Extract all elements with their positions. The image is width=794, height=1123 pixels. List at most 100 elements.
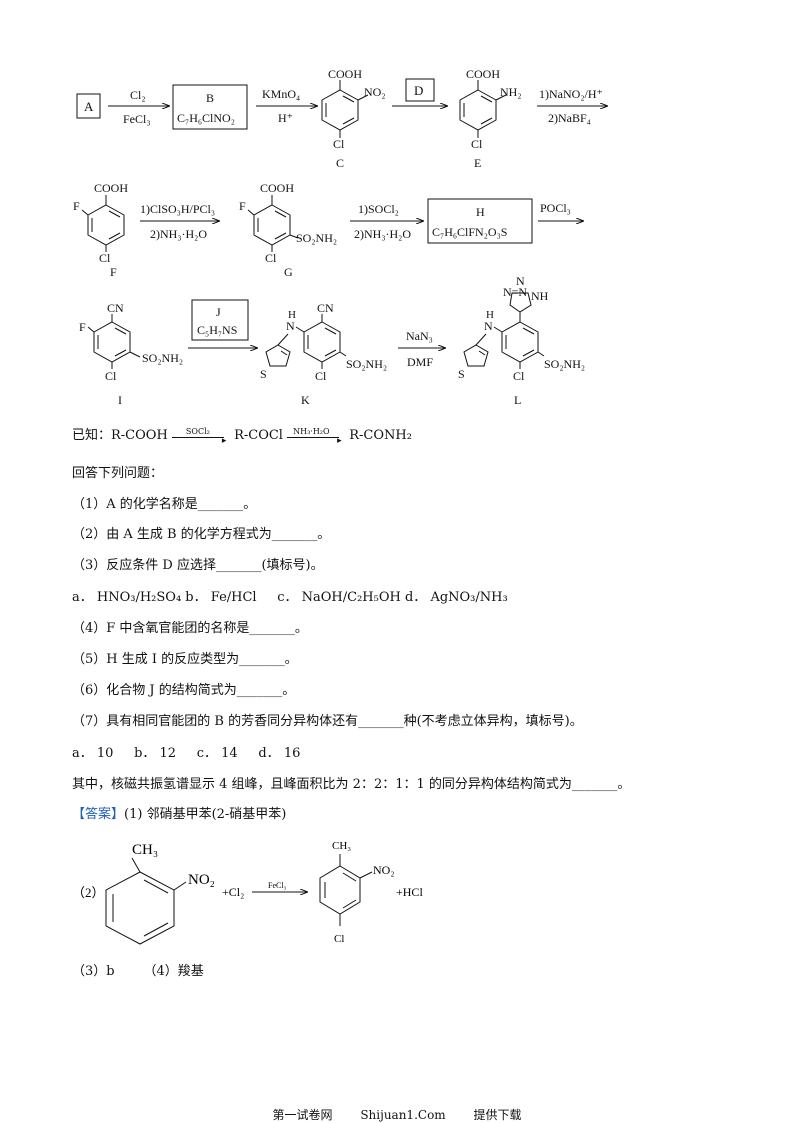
compound-k-cl: Cl (315, 369, 327, 383)
reagent-a-b-bottom: FeCl₃ (123, 112, 151, 126)
compound-k-h: H (288, 309, 296, 321)
answer-2-condition: FeCl₃ (268, 881, 287, 890)
compound-l-h: H (486, 309, 494, 321)
reagent-b-c-bottom: H⁺ (278, 111, 293, 125)
question-7: （7）具有相同官能团的 B 的芳香同分异构体还有_______种(不考虑立体异构… (72, 714, 583, 729)
compound-e-cl: Cl (471, 137, 483, 151)
page-footer: 第一试卷网 Shijuan1.Com 提供下载 (0, 1106, 794, 1123)
known-prefix: 已知：R-COOH (72, 428, 168, 443)
reagent-f-g-top: 1)ClSO₃H/PCl₃ (140, 202, 215, 216)
compound-e-label: E (474, 156, 481, 170)
compound-g-f: F (239, 199, 246, 213)
answer-2-hcl: +HCl (396, 885, 423, 899)
question-6: （6）化合物 J 的结构简式为_______。 (72, 683, 296, 698)
compound-e-nh2: NH₂ (500, 85, 522, 99)
compound-c-cooh: COOH (328, 67, 362, 81)
compound-c-no2: NO₂ (364, 85, 386, 99)
box-b (172, 84, 248, 130)
compound-l-tetrazole-n3: N (516, 274, 525, 288)
reagent-k-l-bottom: DMF (407, 355, 433, 369)
question-2: （2）由 A 生成 B 的化学方程式为_______。 (72, 527, 331, 542)
compound-g-ring (247, 195, 299, 252)
compound-g-label: G (284, 265, 293, 279)
compound-h-formula: C₇H₆ClFN₂O₃S (432, 225, 507, 239)
compound-f-cl: Cl (99, 251, 111, 265)
compound-l-tetrazole-nh: NH (531, 289, 549, 303)
answer-2-equation: （2） CH₃ NO₂ +Cl₂ FeCl₃ CH₃ NO₂ Cl +HCl (72, 840, 423, 945)
box-j-formula: C₅H₇NS (197, 323, 237, 337)
answer-tag: 【答案】 (72, 807, 125, 822)
reagent-k-l-top: NaN₃ (406, 329, 433, 343)
compound-k-structure (265, 314, 347, 369)
compound-i-f: F (79, 320, 86, 334)
answer-3-4: （3）b （4）羧基 (72, 964, 204, 979)
reagent-g-h-top: 1)SOCl₂ (358, 202, 399, 216)
questions-intro: 回答下列问题： (72, 466, 164, 481)
compound-i-cl: Cl (105, 369, 117, 383)
answer-2-product-no2: NO₂ (373, 863, 395, 877)
compound-i-so2nh2: SO₂NH₂ (142, 351, 183, 365)
footer-site-cn: 第一试卷网 (272, 1108, 333, 1122)
compound-f-f: F (73, 199, 80, 213)
box-j-label: J (216, 305, 221, 319)
box-j (191, 299, 249, 341)
compound-l-s: S (458, 367, 465, 381)
question-7-options: a． 10 b． 12 c． 14 d． 16 (72, 746, 301, 761)
answer-2-no2: NO₂ (188, 872, 215, 888)
compound-c-ring (321, 80, 369, 138)
compound-h-label: H (476, 205, 485, 219)
reagent-e-f-top: 1)NaNO₂/H⁺ (539, 87, 603, 101)
compound-l-label: L (514, 393, 521, 407)
answer-2-product-ch3: CH₃ (332, 840, 351, 852)
compound-b-formula: C₇H₆ClNO₂ (177, 111, 235, 125)
reagent-a-b-top: Cl₂ (130, 88, 146, 102)
reagent-e-f-bottom: 2)NaBF₄ (548, 111, 591, 125)
known-reaction: 已知：R-COOH SOCl₂ ▸ R-COCl NH₃·H₂O ▸ R-CON… (72, 427, 412, 446)
box-a (76, 93, 101, 119)
answer-2-ch3: CH₃ (132, 842, 158, 858)
answer-2-label: （2） (72, 885, 105, 900)
question-3-options: a． HNO₃/H₂SO₄ b． Fe/HCl c． NaOH/C₂H₅OH d… (72, 590, 508, 605)
compound-k-n: N (286, 319, 295, 333)
compound-c-cl: Cl (333, 137, 345, 151)
compound-f-cooh: COOH (94, 181, 128, 195)
box-h (427, 198, 533, 244)
known-arrow-2: NH₃·H₂O ▸ (287, 427, 345, 446)
compound-l-tetrazole-n1: N=N (503, 285, 527, 299)
known-middle: R-COCl (234, 428, 283, 443)
compound-k-so2nh2: SO₂NH₂ (346, 357, 387, 371)
compound-k-cn: CN (317, 301, 334, 315)
compound-i-ring (87, 314, 141, 369)
compound-k-label: K (301, 393, 310, 407)
compound-k-s: S (260, 367, 267, 381)
box-d (405, 78, 435, 102)
question-1: （1）A 的化学名称是_______。 (72, 497, 257, 512)
question-7-extra: 其中，核磁共振氢谱显示 4 组峰，且峰面积比为 2：2：1：1 的同分异构体结构… (72, 777, 631, 792)
question-5: （5）H 生成 I 的反应类型为_______。 (72, 652, 298, 667)
known-suffix: R-CONH₂ (349, 428, 412, 443)
known-reagent-1: SOCl₂ (185, 426, 210, 436)
compound-f-ring (81, 195, 125, 252)
question-3: （3）反应条件 D 应选择_______(填标号)。 (72, 558, 324, 573)
compound-c-label: C (336, 156, 344, 170)
compound-e-ring (459, 80, 507, 138)
footer-provide: 提供下载 (473, 1108, 522, 1122)
answer-2-product-cl: Cl (334, 933, 344, 945)
compound-l-n: N (484, 319, 493, 333)
compound-l-cl: Cl (513, 369, 525, 383)
compound-g-cl: Cl (265, 251, 277, 265)
reagent-g-h-bottom: 2)NH₃·H₂O (354, 227, 411, 241)
compound-i-cn: CN (107, 301, 124, 315)
reagent-h-i: POCl₃ (540, 201, 571, 215)
compound-a-label: A (84, 99, 94, 114)
box-d-label: D (414, 83, 423, 98)
footer-site-en: Shijuan1.Com (360, 1108, 446, 1122)
known-arrow-1: SOCl₂ ▸ (171, 427, 230, 446)
compound-i-label: I (118, 393, 122, 407)
compound-l-so2nh2: SO₂NH₂ (544, 357, 585, 371)
compound-g-cooh: COOH (260, 181, 294, 195)
question-4: （4）F 中含氧官能团的名称是_______。 (72, 621, 308, 636)
answer-1: (1) 邻硝基甲苯(2-硝基甲苯) (124, 807, 287, 822)
reagent-b-c-top: KMnO₄ (262, 87, 300, 101)
known-reagent-2: NH₃·H₂O (293, 426, 330, 436)
